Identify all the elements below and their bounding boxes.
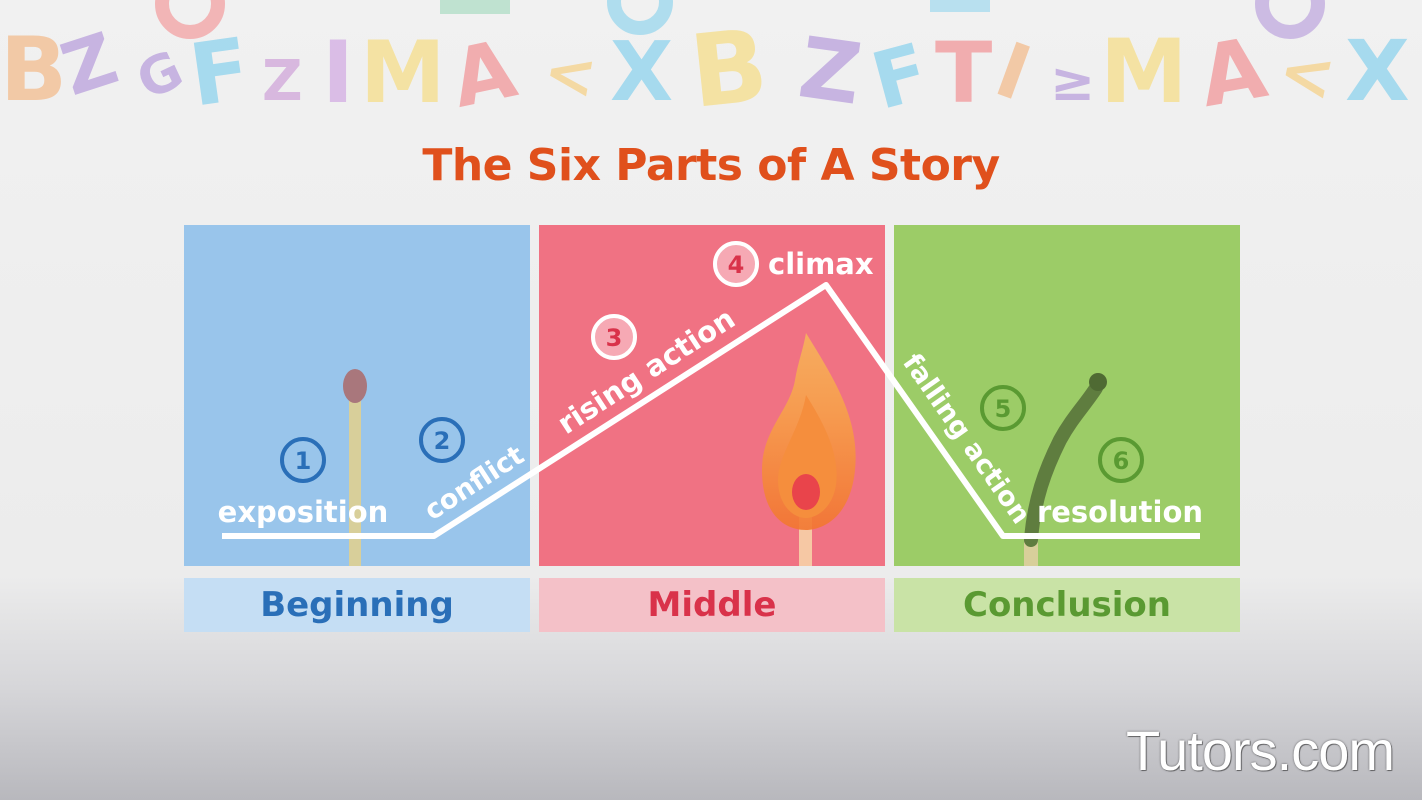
- part-5-falling-action: 5 falling action: [896, 348, 1036, 529]
- part-label: climax: [768, 247, 874, 281]
- section-label-conclusion: Conclusion: [894, 578, 1240, 632]
- bg-letter-fragment: [155, 0, 225, 39]
- number-badge-label: 6: [1113, 447, 1130, 475]
- alphabet-letters-background: B Z G F Z I M A < X B Z F T I ≥ M A < X: [0, 0, 1410, 115]
- number-badge: [713, 241, 759, 287]
- bg-letter-fragment: [440, 0, 510, 14]
- bg-letter: I: [322, 23, 354, 115]
- bg-letter: B: [685, 7, 773, 115]
- bg-letter: ≥: [1050, 50, 1095, 113]
- bg-letter: X: [610, 25, 673, 115]
- section-label-middle: Middle: [539, 578, 885, 632]
- part-4-climax: 4 climax: [713, 241, 874, 287]
- number-badge-label: 1: [295, 447, 312, 475]
- bg-letter: Z: [793, 18, 867, 115]
- number-badge-label: 2: [434, 427, 451, 455]
- panel-conclusion: [894, 225, 1240, 566]
- number-badge: [980, 385, 1026, 431]
- page-title: The Six Parts of A Story: [422, 140, 1000, 191]
- unlit-match-icon: [343, 369, 367, 566]
- bg-letter-fragment: [1255, 0, 1325, 39]
- bg-letter-fragment: [607, 0, 673, 35]
- part-6-resolution: 6 resolution: [1037, 437, 1203, 529]
- burnt-match-icon: [1024, 373, 1107, 566]
- part-1-exposition: 1 exposition: [218, 437, 389, 529]
- number-badge: [591, 314, 637, 360]
- part-label: exposition: [218, 495, 389, 529]
- bg-letter: <: [538, 33, 602, 114]
- number-badge: [419, 417, 465, 463]
- part-label: rising action: [551, 301, 741, 441]
- number-badge: [1098, 437, 1144, 483]
- section-label-beginning: Beginning: [184, 578, 530, 632]
- plot-arc-line: [222, 282, 1200, 539]
- bg-letter: X: [1345, 22, 1410, 115]
- part-3-rising-action: 3 rising action: [551, 301, 741, 441]
- bg-letter: M: [360, 23, 446, 115]
- bg-letter: Z: [262, 49, 303, 114]
- part-label: resolution: [1037, 495, 1203, 529]
- brand-logo: Tutors.com: [1126, 719, 1395, 782]
- number-badge-label: 4: [728, 251, 745, 279]
- bg-letter: T: [935, 24, 992, 115]
- number-badge-label: 3: [606, 324, 623, 352]
- burning-match-icon: [762, 333, 856, 566]
- part-label: falling action: [896, 348, 1036, 529]
- bg-letter: B: [0, 18, 67, 115]
- bg-letter: M: [1100, 20, 1188, 115]
- number-badge-label: 5: [995, 395, 1012, 423]
- bg-letter-fragment: [930, 0, 990, 12]
- number-badge: [280, 437, 326, 483]
